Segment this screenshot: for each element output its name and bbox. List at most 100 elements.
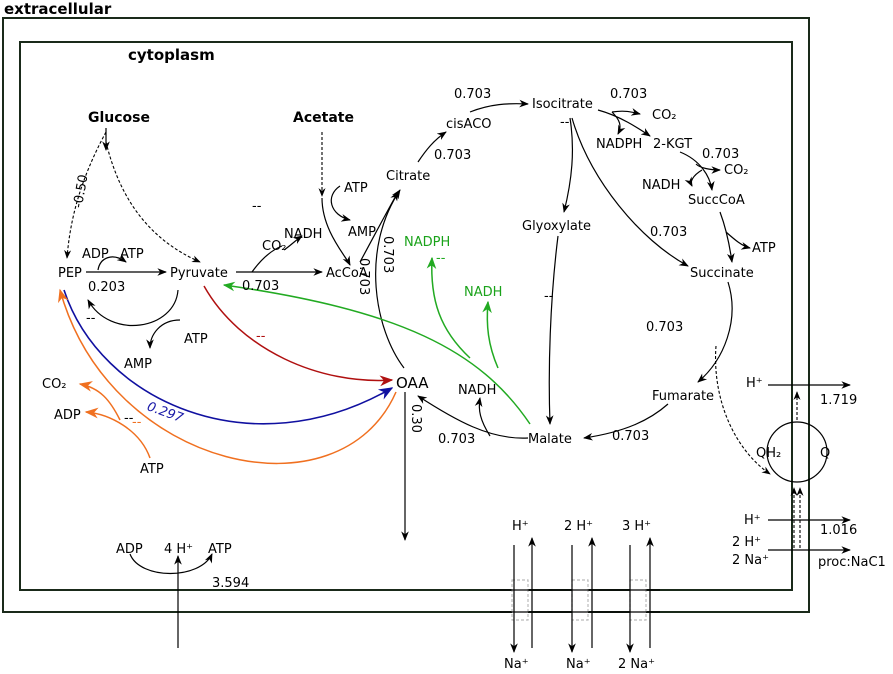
glucose-label: Glucose [88, 110, 150, 126]
cytoplasm-label: cytoplasm [128, 46, 215, 64]
flux-cisaco-isocit: 0.703 [454, 87, 491, 102]
na-anti3-label: 2 Na⁺ [618, 657, 655, 672]
glucose-pep-arrow [64, 131, 107, 259]
h-anti1-label: H⁺ [512, 519, 529, 534]
flux-h-bottom: 1.016 [820, 523, 857, 538]
dash-marker-green: -- [436, 251, 446, 266]
nadh-pyr-label: NADH [284, 227, 322, 242]
co2-left-label: CO₂ [42, 377, 67, 392]
acetate-atp-curve [321, 197, 351, 266]
atp-pyr-bottom-label: ATP [184, 332, 208, 347]
fumarate-qh2-dashed-arrow [714, 345, 771, 475]
dash-marker-2: -- [86, 311, 96, 326]
succcoa-succinate-arrow [719, 211, 735, 263]
cisaco-label: cisACO [446, 117, 492, 132]
h-fum-label: H⁺ [746, 376, 763, 391]
citrate-cisaco-arrow [417, 131, 447, 163]
extracellular-box [2, 17, 810, 613]
h-lower-label: H⁺ [744, 513, 761, 528]
dash-marker-1: -- [252, 199, 262, 214]
adp-synth-label: ADP [116, 542, 143, 557]
quinone-cycle-circle [766, 421, 828, 483]
flux-glc-pep: -0.50 [71, 173, 92, 209]
pyr-co2-nadh-curve [251, 236, 302, 273]
co2-pyr-label: CO₂ [262, 239, 287, 254]
proc-nacl-label: proc:NaC1 [818, 555, 886, 570]
succinate-label: Succinate [690, 266, 754, 281]
acetate-label: Acetate [293, 110, 354, 126]
na-anti2-label: Na⁺ [566, 657, 591, 672]
glyoxylate-label: Glyoxylate [522, 219, 591, 234]
flux-kgt-succcoa: 0.703 [702, 147, 739, 162]
isoc-nadph-curve [611, 111, 626, 135]
amp-acetate-label: AMP [348, 225, 376, 240]
flux-pep-pyr: 0.203 [88, 280, 125, 295]
pep-adp-atp-curve [97, 253, 127, 271]
cytoplasm-box [19, 41, 793, 591]
isocitrate-glyoxylate-arrow [562, 117, 574, 213]
fumarate-label: Fumarate [652, 389, 714, 404]
atp-acetate-label: ATP [344, 181, 368, 196]
malate-pyruvate-green-arrow [222, 281, 531, 425]
isocitrate-succinate-arrow [571, 117, 689, 267]
fumarate-malate-arrow [583, 403, 669, 441]
flux-mal-oaa: 0.703 [438, 432, 475, 447]
pyruvate-pep-return-curve [87, 289, 179, 326]
qh2-label: QH₂ [756, 446, 781, 461]
flux-cit-cisaco: 0.703 [434, 148, 471, 163]
flux-atp-synthase: 3.594 [212, 576, 249, 591]
flux-oaa-out: 0.30 [408, 404, 423, 433]
extracellular-label: extracellular [4, 0, 112, 18]
flux-h-top: 1.719 [820, 393, 857, 408]
atp-pep-label: ATP [120, 247, 144, 262]
atp-synthase-curve [129, 553, 213, 574]
co2-kgt-label: CO₂ [724, 163, 749, 178]
malate-oaa-arrow [417, 395, 529, 439]
nadph-isocit-label: NADPH [596, 137, 642, 152]
isoc-co2-curve [611, 108, 641, 116]
flux-succcoa-succ: 0.703 [650, 225, 687, 240]
flux-pyr-accoa: 0.703 [242, 279, 279, 294]
malate-nadh-curve [474, 397, 491, 437]
acetate-atp-amp-curve [330, 185, 351, 222]
isocitrate-kgt-arrow [597, 109, 651, 137]
co2-isocit-label: CO₂ [652, 108, 677, 123]
green-nadph-curve [426, 256, 471, 359]
atp-succ-label: ATP [752, 241, 776, 256]
cisaco-isocitrate-arrow [469, 99, 529, 113]
glucose-pyruvate-arrow [105, 141, 201, 263]
flux-accoa-cit: 0.703 [356, 258, 371, 295]
green-nadh-curve [482, 300, 499, 369]
h4-synth-label: 4 H⁺ [164, 542, 193, 557]
oaa-pep-orange-arrow [58, 288, 397, 465]
citrate-label: Citrate [386, 169, 430, 184]
antiporter-2-box [571, 579, 589, 621]
succcoa-atp-curve [725, 231, 751, 250]
orange-atp-adp-curve [84, 407, 151, 459]
flux-succ-fum: 0.703 [646, 320, 683, 335]
oaa-label: OAA [396, 374, 429, 392]
dash-marker-3: -- [124, 411, 134, 426]
nadph-green-label: NADPH [404, 235, 450, 250]
kgt-label: 2-KGT [653, 137, 692, 152]
h-anti2-label: 2 H⁺ [564, 519, 593, 534]
dash-marker-glyox: -- [544, 289, 554, 304]
atp-synth-label: ATP [208, 542, 232, 557]
malate-label: Malate [528, 432, 572, 447]
h2-lower-label: 2 H⁺ [732, 535, 761, 550]
succinate-fumarate-arrow [697, 281, 733, 383]
kgt-co2-curve [695, 163, 721, 174]
pep-oaa-blue-arrow [63, 289, 394, 425]
adp-left-label: ADP [54, 408, 81, 423]
dash-marker-red: -- [256, 329, 266, 344]
pep-label: PEP [58, 266, 82, 281]
adp-pep-label: ADP [82, 247, 109, 262]
kgt-nadh-curve [684, 169, 703, 187]
flux-isocit-kgt: 0.703 [610, 87, 647, 102]
atp-left-label: ATP [140, 462, 164, 477]
succcoa-label: SuccCoA [688, 193, 745, 208]
q-label: Q [820, 446, 830, 461]
flux-oaa-cit: 0.703 [380, 236, 395, 273]
dash-marker-orange: -- [132, 415, 142, 430]
